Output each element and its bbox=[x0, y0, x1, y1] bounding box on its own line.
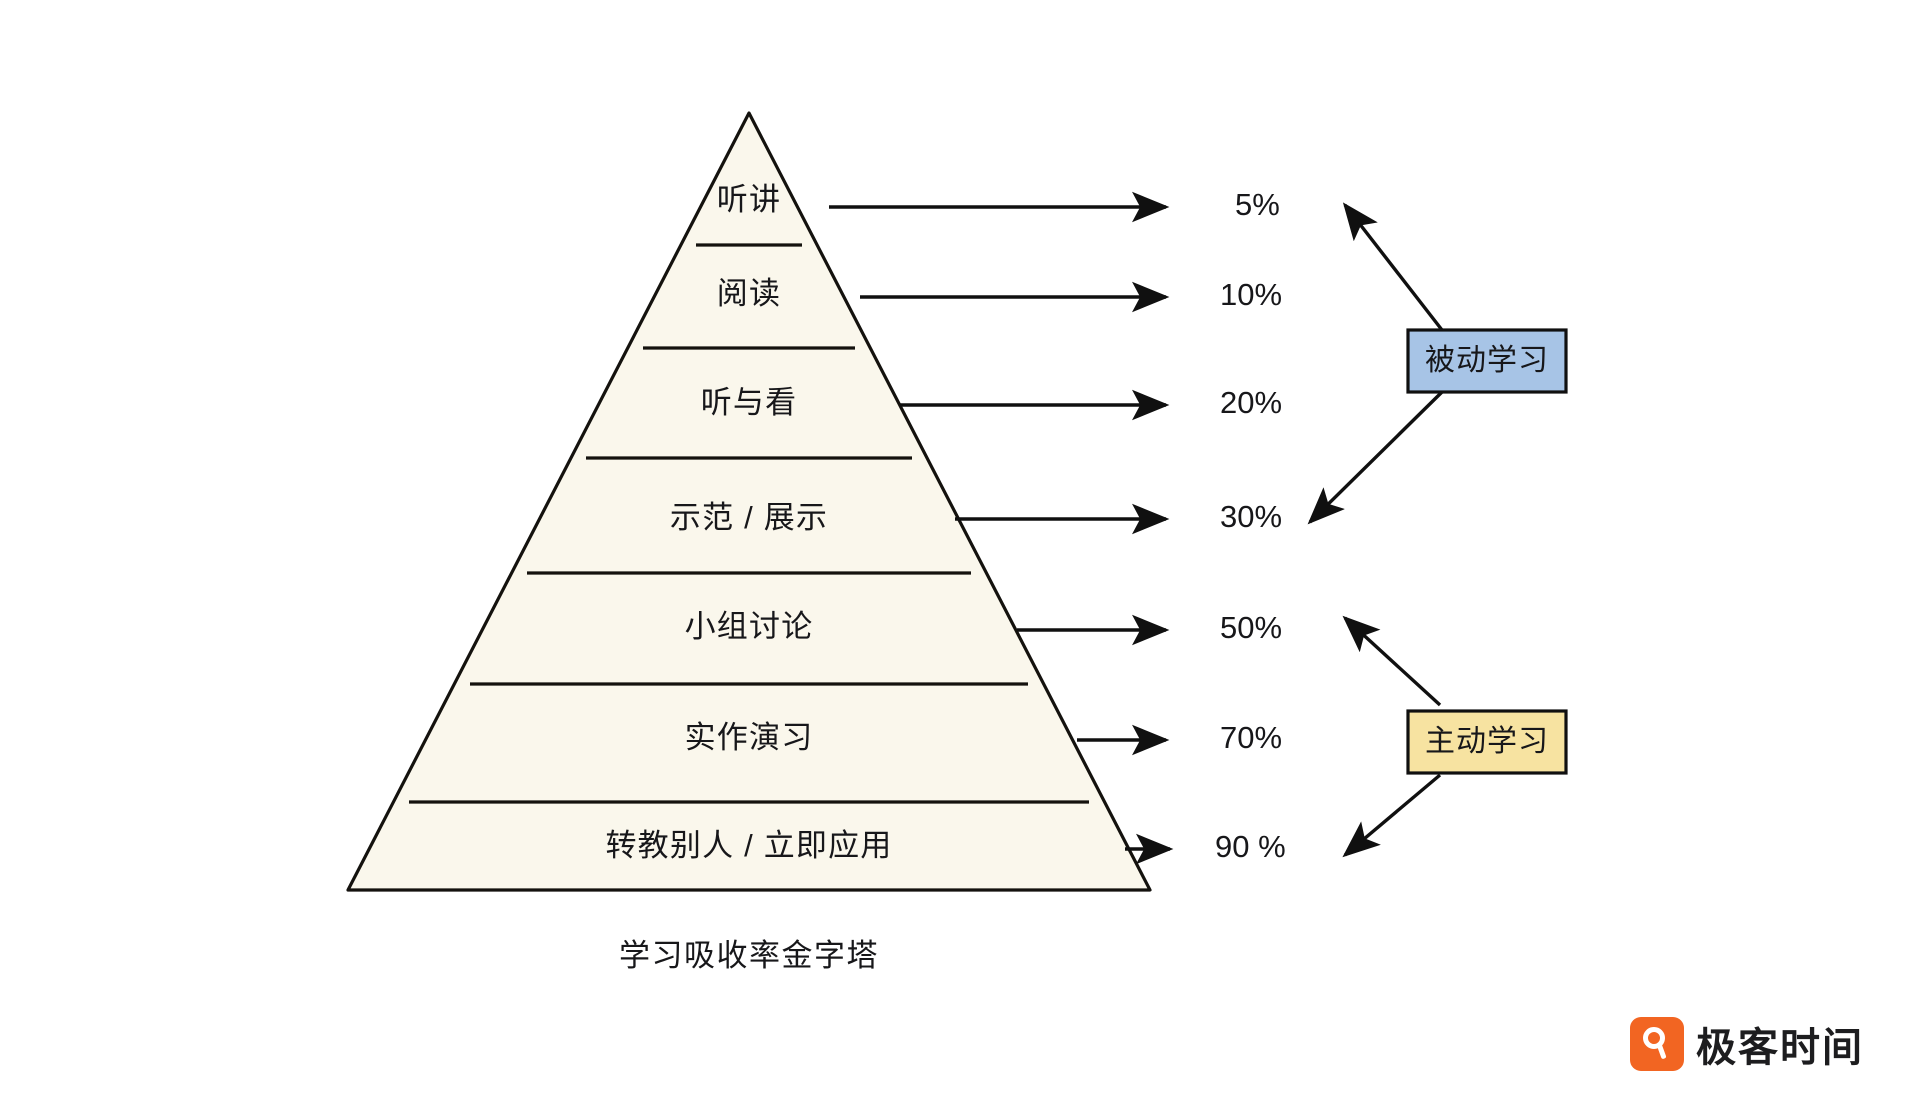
percent-label-5: 50% bbox=[1220, 610, 1282, 645]
passive-arrow-up bbox=[1342, 202, 1444, 332]
pyramid-level-label-6: 实作演习 bbox=[685, 720, 814, 755]
percent-label-6: 70% bbox=[1220, 720, 1282, 755]
percent-label-4: 30% bbox=[1220, 499, 1282, 534]
pyramid-level-label-1: 听讲 bbox=[717, 182, 781, 217]
pyramid-level-label-7: 转教别人 / 立即应用 bbox=[605, 828, 892, 863]
passive-learning-arrows bbox=[1307, 202, 1444, 525]
active-box-label: 主动学习 bbox=[1425, 725, 1549, 758]
category-box-active[interactable]: 主动学习 bbox=[1406, 709, 1568, 775]
pyramid-level-label-5: 小组讨论 bbox=[685, 609, 814, 644]
passive-arrow-down bbox=[1307, 390, 1444, 525]
category-box-passive[interactable]: 被动学习 bbox=[1406, 328, 1568, 394]
passive-box-label: 被动学习 bbox=[1425, 344, 1549, 377]
percent-label-7: 90 % bbox=[1215, 829, 1286, 864]
active-arrow-down bbox=[1342, 773, 1442, 858]
percent-label-1: 5% bbox=[1235, 187, 1280, 222]
geek-logo-mark-icon bbox=[1630, 1017, 1684, 1071]
pyramid-outline bbox=[346, 111, 1152, 892]
brand-logo-text: 极客时间 bbox=[1696, 1026, 1864, 1070]
passive-box-rect[interactable] bbox=[1406, 328, 1568, 394]
pyramid-level-label-4: 示范 / 展示 bbox=[670, 500, 828, 535]
active-learning-arrows bbox=[1342, 615, 1442, 858]
percent-label-2: 10% bbox=[1220, 277, 1282, 312]
pyramid-level-label-2: 阅读 bbox=[717, 276, 781, 311]
diagram-caption: 学习吸收率金字塔 bbox=[619, 938, 879, 973]
brand-logo: 极客时间 bbox=[1630, 1015, 1864, 1073]
active-arrow-up bbox=[1342, 615, 1442, 707]
percent-connector-arrows bbox=[829, 191, 1174, 865]
active-box-rect[interactable] bbox=[1406, 709, 1568, 775]
pyramid-level-label-3: 听与看 bbox=[701, 385, 798, 420]
pyramid-shape bbox=[346, 111, 1152, 892]
percent-label-3: 20% bbox=[1220, 385, 1282, 420]
